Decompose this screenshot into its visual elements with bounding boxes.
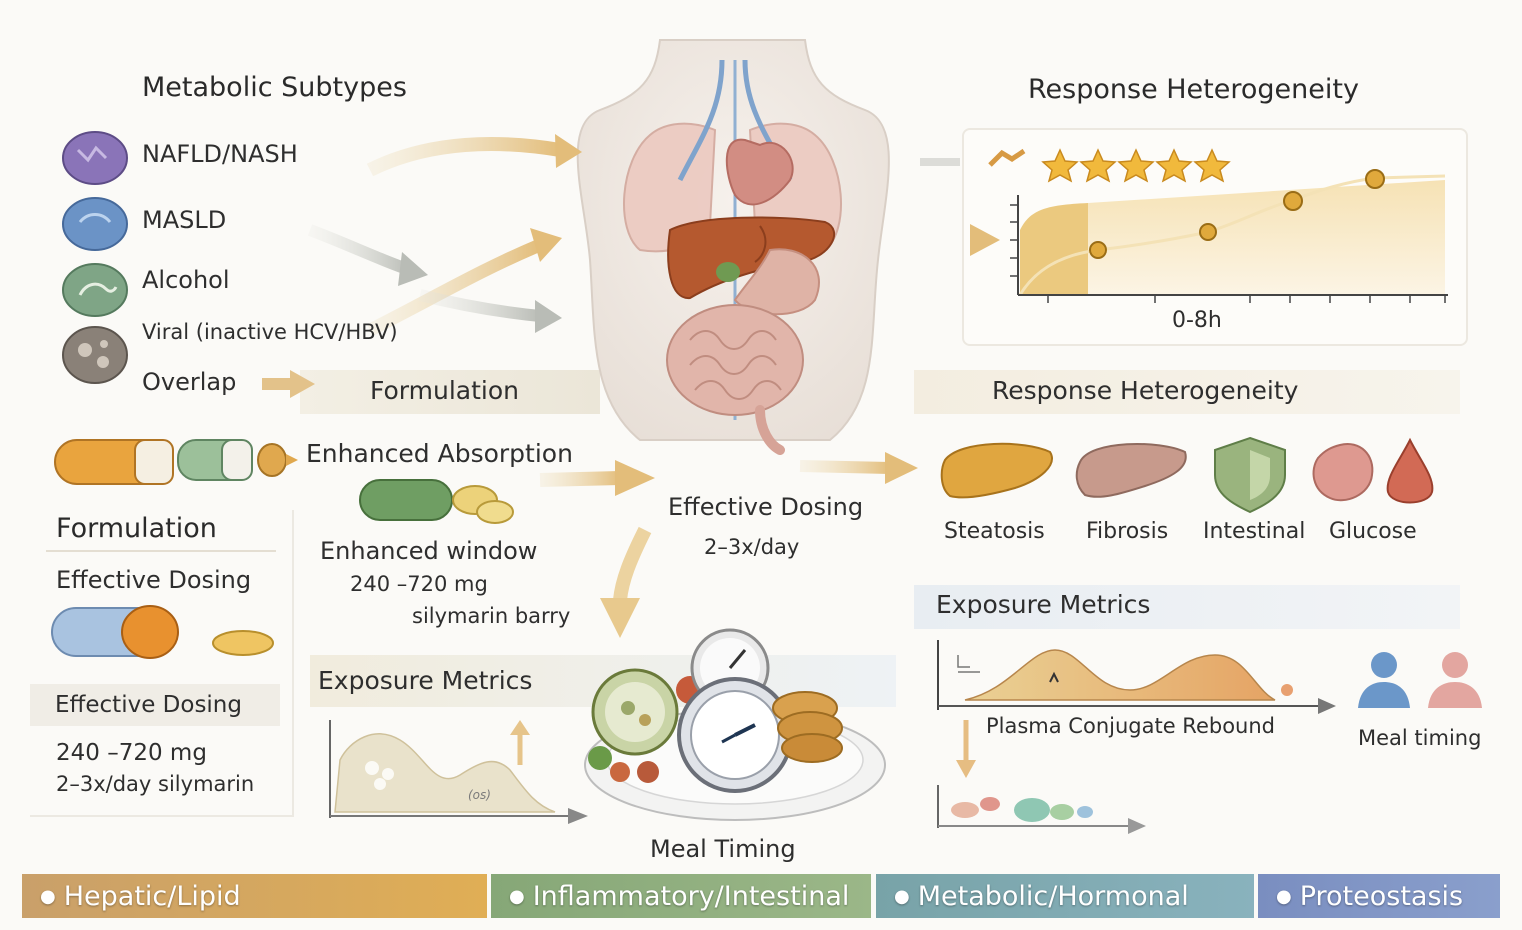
center-dosing-frequency: 2–3x/day — [704, 535, 800, 559]
footer-metabolic-hormonal-label: Metabolic/Hormonal — [917, 880, 1189, 912]
footer-proteostasis: ● Proteostasis — [1258, 874, 1500, 918]
rating-stars — [1041, 148, 1231, 183]
leaf-icon: ● — [1276, 885, 1292, 907]
subtype-viral-label: Viral (inactive HCV/HBV) — [142, 320, 398, 344]
meal-timing-right-label: Meal timing — [1358, 726, 1482, 750]
subtype-nafld-label: NAFLD/NASH — [142, 140, 298, 168]
exposure-left-title: Exposure Metrics — [318, 666, 533, 695]
subtype-masld-label: MASLD — [142, 206, 227, 234]
torso-illustration — [576, 39, 890, 455]
response-axis-label: 0-8h — [1172, 308, 1222, 333]
subtypes-title: Metabolic Subtypes — [142, 72, 407, 103]
leaf-icon: ● — [509, 885, 525, 907]
footer-hepatic-lipid-label: Hepatic/Lipid — [63, 880, 241, 912]
left-dose-range: 240 –720 mg — [56, 740, 207, 766]
enhanced-window-dose: 240 –720 mg — [350, 572, 488, 596]
meal-timing-center-label: Meal Timing — [650, 835, 796, 863]
people-icons — [1358, 652, 1482, 708]
enhanced-window-note: silymarin barry — [412, 604, 571, 628]
response-band-title: Response Heterogeneity — [992, 376, 1299, 405]
flow-arrows — [262, 134, 1000, 778]
center-effective-dosing: Effective Dosing — [668, 493, 864, 521]
exposure-right-band — [914, 585, 1460, 629]
footer-proteostasis-label: Proteostasis — [1299, 880, 1464, 912]
response-curve-chart — [988, 148, 1448, 303]
enhanced-window-label: Enhanced window — [320, 537, 538, 565]
left-panel-frame — [30, 510, 294, 817]
outcome-intestinal-label: Intestinal — [1203, 519, 1306, 544]
outcome-glucose-label: Glucose — [1329, 519, 1417, 544]
footer-inflammatory-intestinal-label: Inflammatory/Intestinal — [532, 880, 850, 912]
exposure-right-chart — [937, 640, 1482, 834]
exposure-right-title: Exposure Metrics — [936, 590, 1151, 619]
left-dosing-band — [30, 684, 280, 726]
response-top-title: Response Heterogeneity — [1028, 74, 1359, 105]
leaf-icon: ● — [894, 885, 910, 907]
outcome-steatosis-label: Steatosis — [944, 519, 1045, 544]
subtype-icons — [62, 131, 128, 384]
footer-hepatic-lipid: ● Hepatic/Lipid — [22, 874, 487, 918]
subtype-alcohol-label: Alcohol — [142, 266, 230, 294]
enhanced-absorption-label: Enhanced Absorption — [306, 439, 573, 468]
formulation-band — [300, 370, 600, 414]
response-band — [914, 370, 1460, 414]
exposure-left-chart — [329, 720, 588, 824]
left-formulation-title: Formulation — [56, 513, 217, 544]
plasma-conjugate-label: Plasma Conjugate Rebound — [986, 714, 1275, 738]
formulation-band-title: Formulation — [370, 376, 519, 405]
left-formulation-underline — [46, 550, 276, 552]
left-effective-dosing-1: Effective Dosing — [56, 566, 252, 594]
left-dose-frequency: 2–3x/day silymarin — [56, 772, 255, 796]
leaf-icon: ● — [40, 885, 56, 907]
capsule-illustrations — [51, 439, 514, 659]
outcome-fibrosis-label: Fibrosis — [1086, 519, 1169, 544]
meal-plate-illustration — [584, 628, 886, 821]
footer-inflammatory-intestinal: ● Inflammatory/Intestinal — [491, 874, 871, 918]
outcome-icons — [940, 436, 1434, 514]
left-effective-dosing-2: Effective Dosing — [55, 692, 242, 718]
exposure-left-tag: (os) — [468, 788, 491, 802]
overlap-label: Overlap — [142, 368, 237, 396]
footer-metabolic-hormonal: ● Metabolic/Hormonal — [876, 874, 1254, 918]
